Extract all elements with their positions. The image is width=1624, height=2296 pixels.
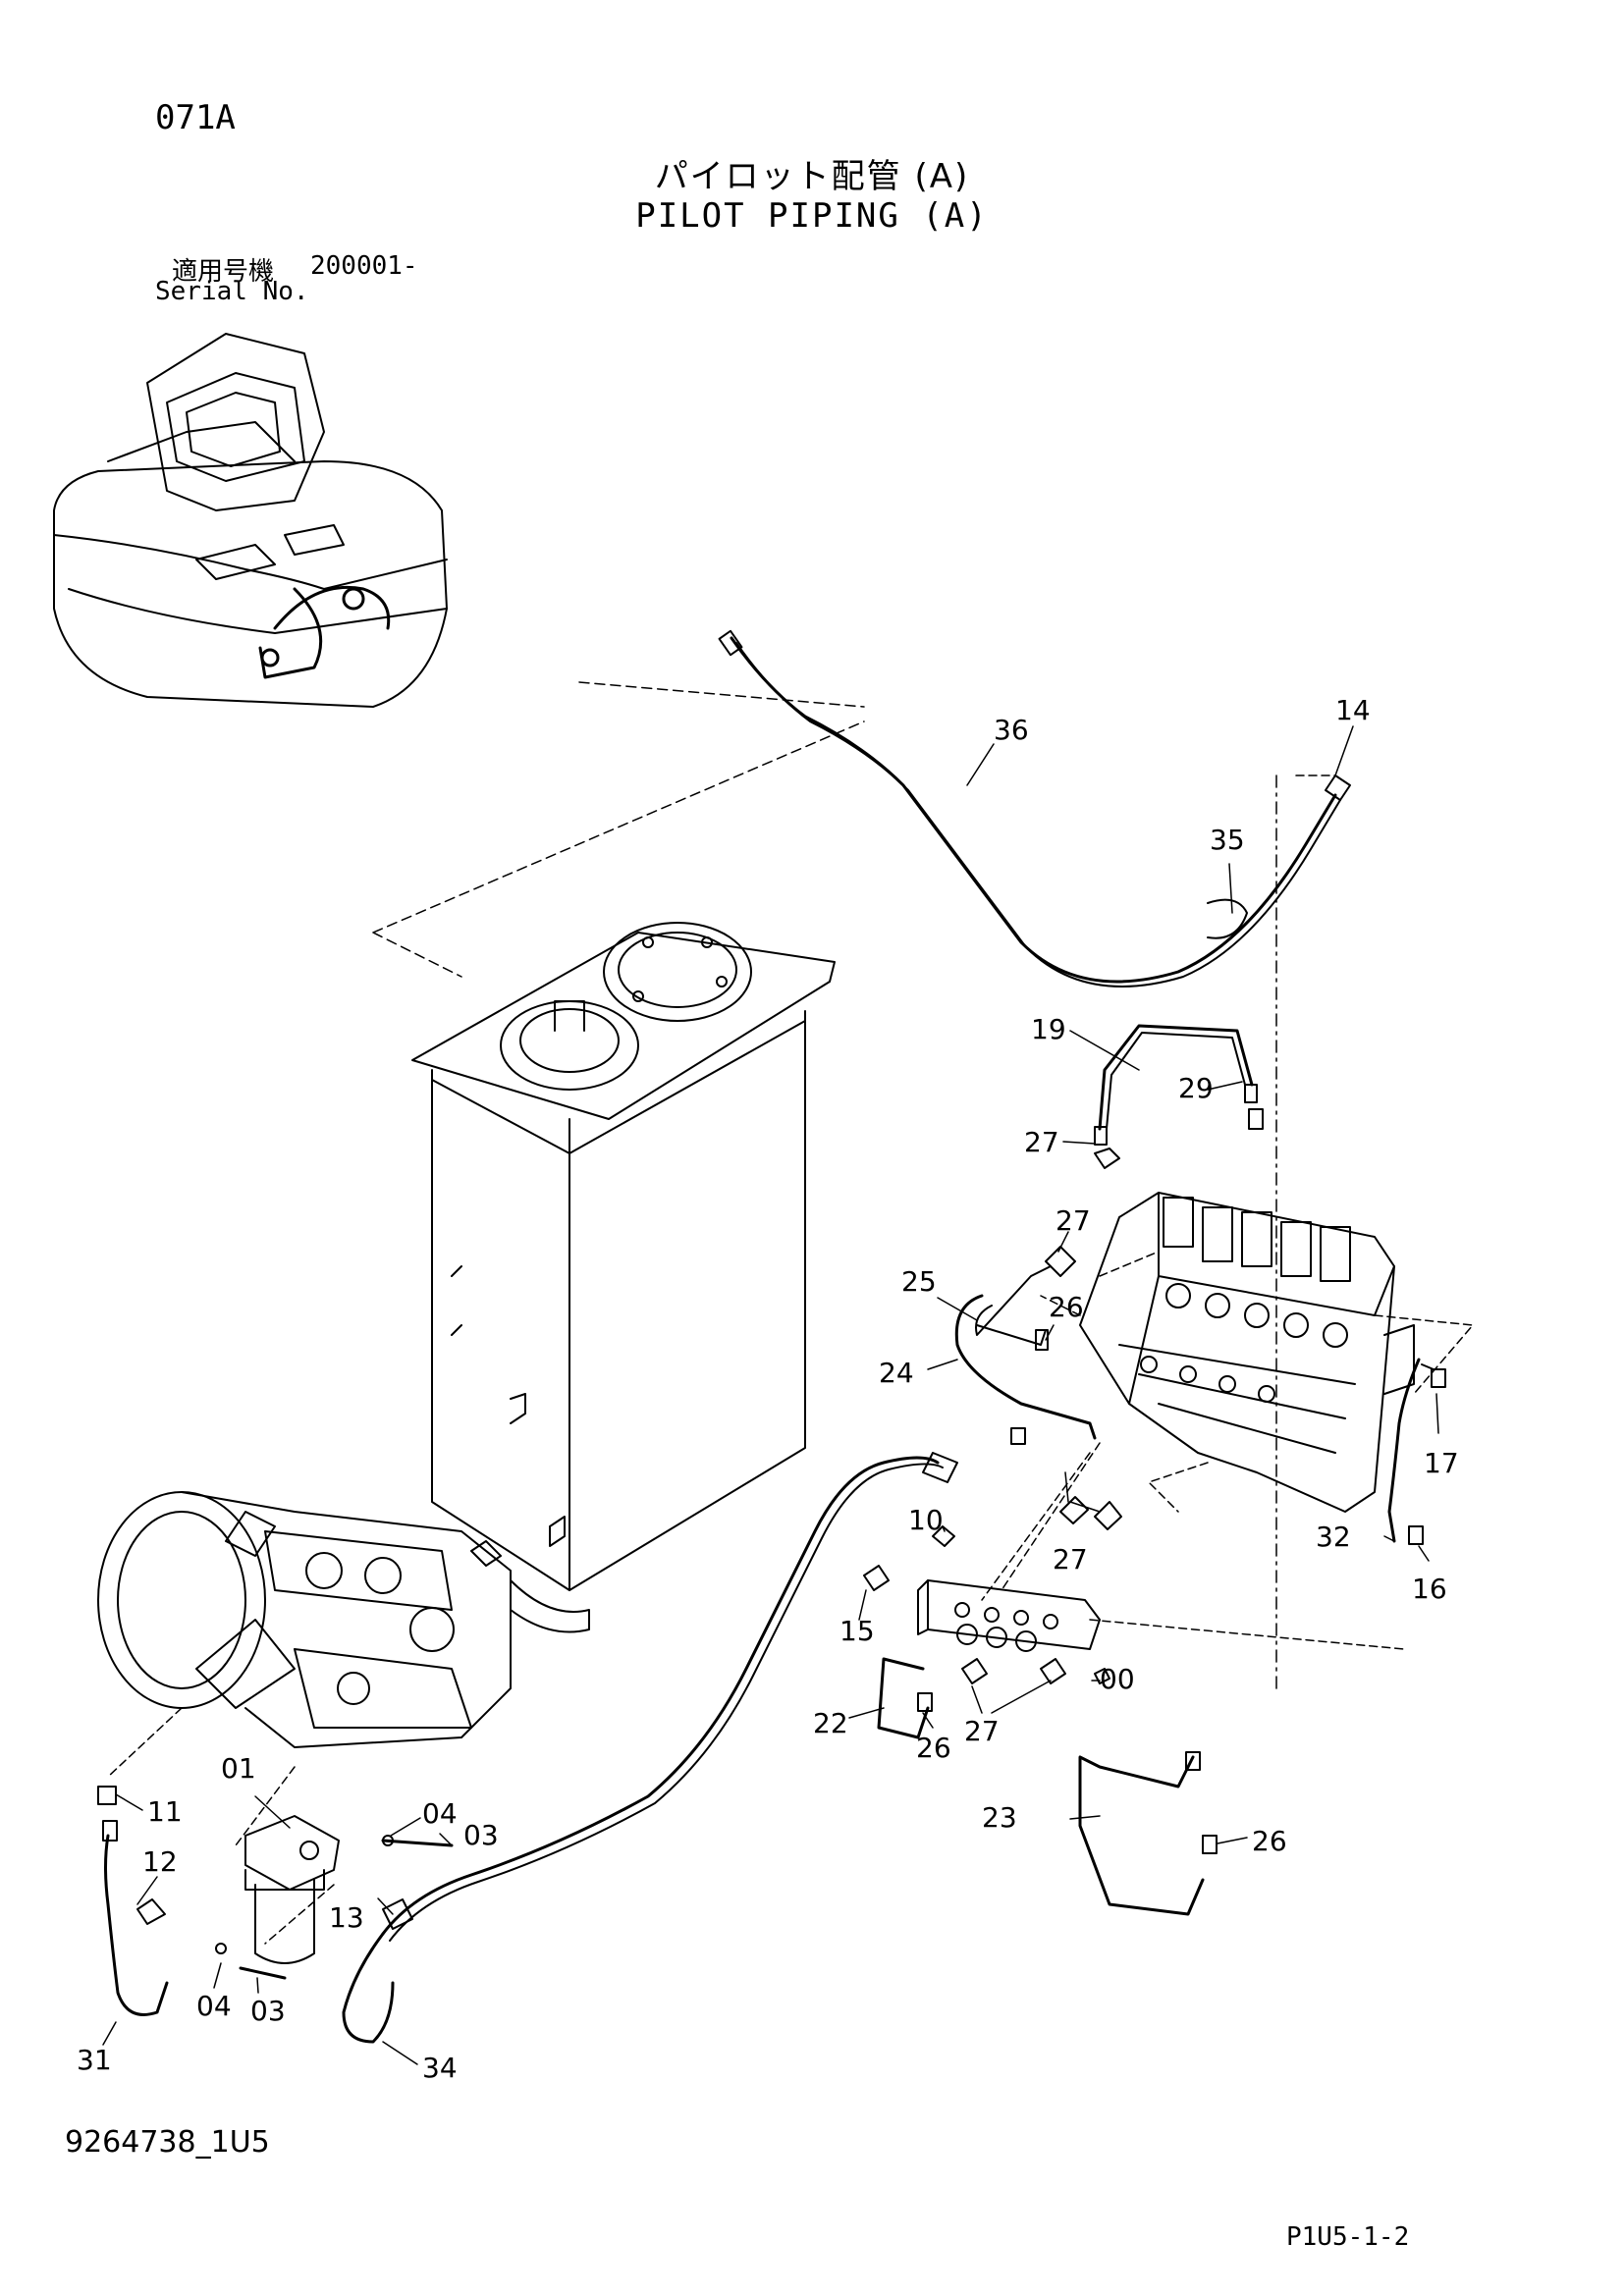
callout-17: 17	[1424, 1447, 1459, 1479]
title-japanese: パイロット配管 (A)	[654, 157, 970, 196]
callout-23: 23	[982, 1801, 1017, 1834]
serial-value: 200001-	[310, 251, 418, 281]
excavator-overview	[53, 333, 448, 708]
callout-26-upper: 26	[1049, 1291, 1084, 1323]
page-reference: P1U5-1-2	[1286, 2222, 1410, 2252]
callout-29: 29	[1178, 1072, 1214, 1104]
callout-01: 01	[221, 1752, 256, 1785]
page-code: 071A	[155, 98, 236, 137]
callout-19: 19	[1031, 1013, 1066, 1045]
callout-16: 16	[1412, 1573, 1447, 1605]
title-english: PILOT PIPING (A)	[635, 196, 989, 236]
callout-04-upper: 04	[422, 1797, 458, 1830]
callout-27-top: 27	[1024, 1126, 1059, 1158]
pilot-filter	[244, 1815, 340, 1964]
callout-27-middle: 27	[1053, 1543, 1088, 1575]
callout-35: 35	[1210, 824, 1245, 856]
callout-00: 00	[1100, 1663, 1135, 1695]
callout-27-bottom: 27	[964, 1715, 1000, 1747]
callout-14: 14	[1335, 694, 1371, 726]
main-pump	[97, 1491, 512, 1748]
callout-36: 36	[994, 714, 1029, 746]
control-valve	[1079, 1192, 1415, 1513]
serial-label-japanese: 適用号機	[172, 257, 275, 287]
callout-15: 15	[839, 1615, 875, 1647]
callout-10: 10	[908, 1504, 944, 1536]
callout-27-upper: 27	[1056, 1204, 1091, 1237]
callout-03-lower: 03	[250, 1995, 286, 2027]
callout-13: 13	[329, 1901, 364, 1934]
callout-25: 25	[901, 1265, 937, 1298]
callout-34: 34	[422, 2052, 458, 2084]
callout-03-upper: 03	[463, 1819, 499, 1851]
callout-22: 22	[813, 1707, 848, 1739]
callout-26-lower: 26	[1252, 1825, 1287, 1857]
callout-31: 31	[77, 2044, 112, 2076]
hydraulic-tank	[411, 922, 836, 1633]
callout-11: 11	[147, 1795, 183, 1828]
pilot-manifold	[917, 1579, 1405, 1652]
callout-12: 12	[142, 1845, 178, 1878]
serial-label-english: Serial No.	[155, 277, 309, 306]
callout-04-lower: 04	[196, 1990, 232, 2022]
callout-24: 24	[879, 1357, 914, 1389]
callout-26-middle: 26	[916, 1732, 951, 1764]
document-id: 9264738_1U5	[65, 2125, 270, 2160]
callout-32: 32	[1316, 1521, 1351, 1553]
